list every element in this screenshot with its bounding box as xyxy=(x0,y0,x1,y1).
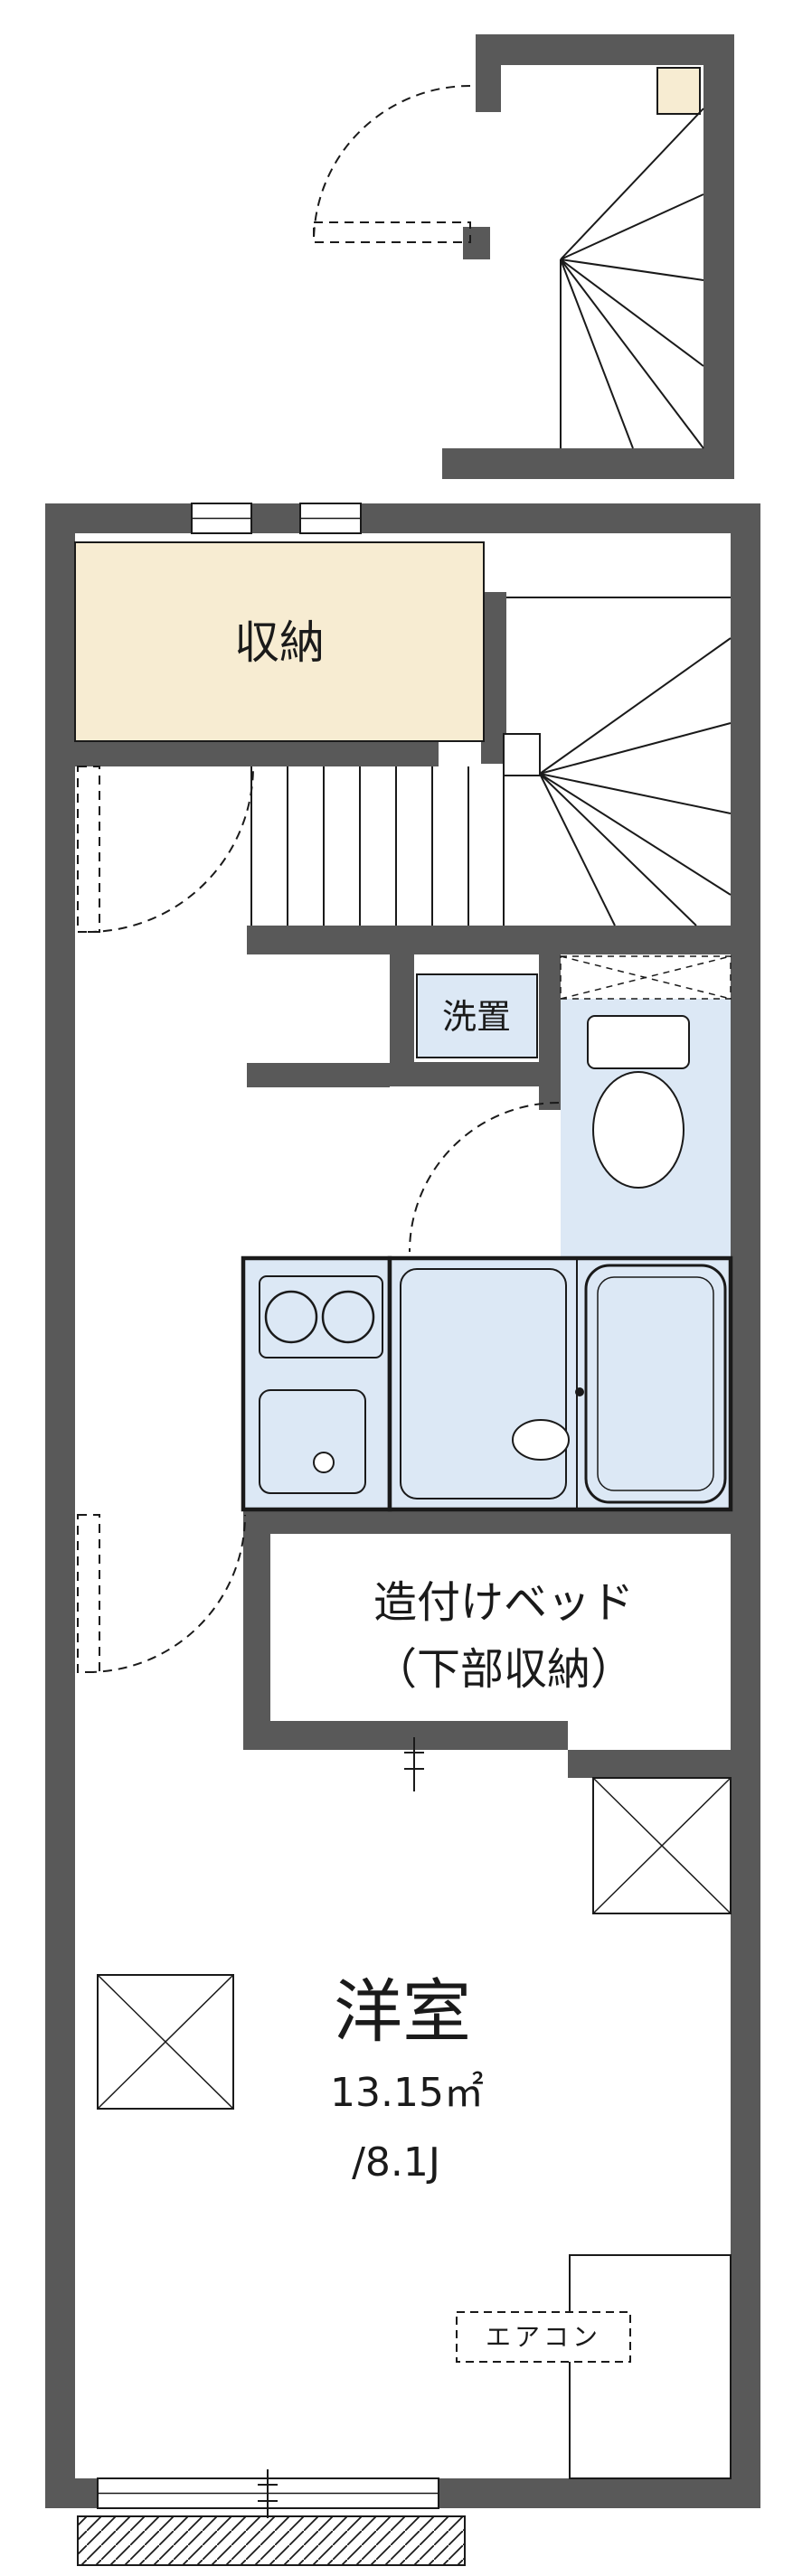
storage-label: 収納 xyxy=(234,616,325,669)
wall-toilet-left xyxy=(539,954,561,1110)
wash-basin xyxy=(512,1419,570,1461)
room-door-arc xyxy=(87,1514,246,1673)
bath-door-handle xyxy=(575,1387,584,1396)
stair-treads xyxy=(250,597,732,926)
wall-entry-top xyxy=(476,34,734,65)
bathtub-outer xyxy=(584,1264,727,1504)
overhead-shelf xyxy=(560,955,732,1000)
balcony-hatch xyxy=(77,2515,466,2566)
sink-drain xyxy=(313,1452,335,1473)
wall-bed-bottom-right xyxy=(568,1750,760,1778)
burner-left xyxy=(264,1290,318,1344)
washer-space xyxy=(416,973,538,1058)
room-door-leaf xyxy=(77,1514,100,1673)
entry-door-swing xyxy=(313,85,471,243)
toilet-bowl xyxy=(592,1071,685,1189)
wall-entry-hinge-stub xyxy=(463,227,490,259)
toilet-fixture xyxy=(587,1015,690,1189)
room-name-label: 洋室 xyxy=(334,1971,471,2052)
stove-top xyxy=(259,1275,383,1359)
burner-right xyxy=(321,1290,375,1344)
bed-storage-label: （下部収納） xyxy=(373,1644,634,1695)
center-marks xyxy=(258,1737,424,2518)
wall-storage-right-stub xyxy=(481,592,506,764)
wall-washer-bottom xyxy=(390,1062,562,1086)
wall-stair-bottom xyxy=(247,926,734,954)
wall-bed-bottom xyxy=(270,1721,568,1750)
door-swings xyxy=(77,766,560,1673)
stair-newel-post xyxy=(503,733,541,776)
bath-unit xyxy=(387,1255,733,1512)
washer-label: 洗置 xyxy=(442,997,511,1037)
stair-hall-door-arc xyxy=(87,766,254,933)
wall-entry-left xyxy=(476,65,501,112)
fixture-box-left xyxy=(97,1974,234,2110)
aircon-label: エアコン xyxy=(486,2322,601,2352)
wall-main-left xyxy=(45,503,75,2508)
wall-storage-bottom xyxy=(75,739,439,766)
shower-pan xyxy=(400,1268,567,1500)
entry-winder-stairs xyxy=(560,108,704,449)
kitchen-counter xyxy=(241,1255,392,1512)
wall-main-top xyxy=(45,503,760,533)
bath-fixtures xyxy=(400,1258,727,1509)
bathtub-inner xyxy=(597,1276,714,1491)
wall-main-right xyxy=(731,503,760,2508)
kitchen-sink xyxy=(259,1389,366,1494)
wall-entry-right xyxy=(703,34,734,479)
toilet-tank xyxy=(587,1015,690,1069)
wall-bed-top xyxy=(243,1509,731,1534)
corner-closet xyxy=(569,2254,732,2479)
entry-shoe-cabinet xyxy=(656,67,701,115)
storage-area xyxy=(74,541,485,742)
aircon-box xyxy=(456,2311,631,2363)
wall-entry-bottom xyxy=(442,448,734,479)
room-symbols xyxy=(97,1777,732,2479)
room-area-jo-label: /8.1J xyxy=(352,2139,440,2186)
fixture-box-right xyxy=(592,1777,732,1914)
stair-hall-door-leaf xyxy=(77,766,100,933)
room-area-m2-label: 13.15㎡ xyxy=(330,2070,484,2116)
kitchen-fixtures xyxy=(259,1275,383,1494)
built-in-bed-label: 造付けベッド xyxy=(373,1577,634,1628)
wall-bed-left xyxy=(243,1509,270,1750)
entry-door-arc xyxy=(313,85,471,243)
wall-hall-stub xyxy=(247,1063,390,1087)
entry-door-leaf xyxy=(313,221,471,243)
toilet-door-arc xyxy=(409,1102,560,1253)
